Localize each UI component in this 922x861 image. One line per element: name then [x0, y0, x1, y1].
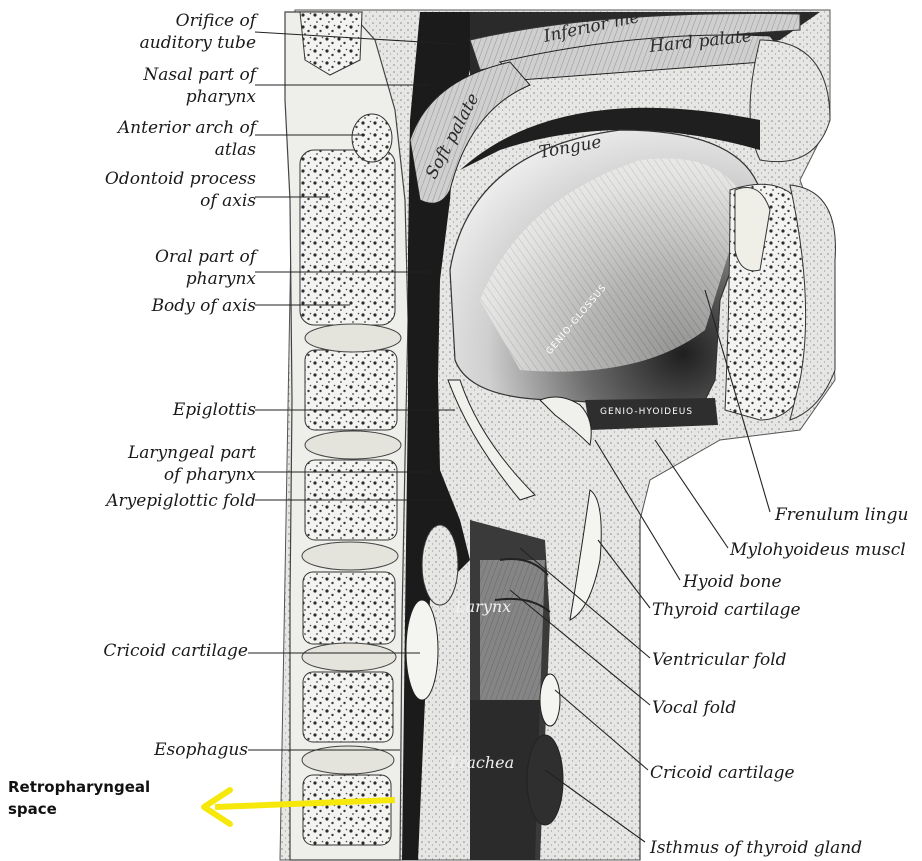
label-right-4: Ventricular fold: [652, 650, 787, 670]
label-left-7-line-1: of pharynx: [164, 465, 257, 485]
label-left-2-line-1: atlas: [215, 140, 257, 160]
cricoid-cartilage-posterior: [406, 600, 438, 700]
anterior-arch-of-atlas: [352, 114, 392, 162]
label-left-2-line-0: Anterior arch of: [116, 118, 259, 138]
vertebra-c5-body: [303, 572, 395, 644]
label-left-8: Aryepiglottic fold: [104, 491, 256, 511]
label-left-6: Epiglottis: [172, 400, 256, 420]
label-trachea: Trachea: [448, 753, 514, 772]
label-left-3-line-1: of axis: [200, 191, 256, 211]
label-left-0-line-0: Orifice of: [176, 11, 259, 31]
label-right-7: Isthmus of thyroid gland: [649, 838, 862, 858]
retropharyngeal-space-label: Retropharyngeal space: [8, 776, 150, 820]
label-right-2: Hyoid bone: [682, 572, 782, 592]
label-right-6: Cricoid cartilage: [650, 763, 795, 783]
label-right-1: Mylohyoideus muscl: [729, 540, 906, 560]
label-left-10: Esophagus: [153, 740, 248, 760]
label-left-4-line-1: pharynx: [186, 269, 257, 289]
label-right-3: Thyroid cartilage: [652, 600, 801, 620]
label-left-6-line-0: Epiglottis: [172, 400, 256, 420]
label-left-5-line-0: Body of axis: [151, 296, 257, 316]
label-geniohyoideus: GENIO-HYOIDEUS: [600, 407, 693, 417]
label-left-7-line-0: Laryngeal part: [127, 443, 256, 463]
label-left-5: Body of axis: [151, 296, 257, 316]
arytenoid-cartilage: [422, 525, 458, 605]
label-larynx: Larynx: [454, 597, 511, 616]
label-right-2-line-0: Hyoid bone: [682, 572, 782, 592]
intervertebral-disc-3: [302, 542, 398, 570]
label-left-1-line-0: Nasal part of: [142, 65, 258, 85]
larynx-shading: [480, 560, 545, 700]
label-left-8-line-0: Aryepiglottic fold: [104, 491, 256, 511]
isthmus-of-thyroid: [527, 735, 563, 825]
label-left-3-line-0: Odontoid process: [105, 169, 256, 189]
vertebra-c3-body: [305, 350, 397, 430]
vertebra-c6-body: [303, 672, 393, 742]
label-right-1-line-0: Mylohyoideus muscl: [729, 540, 906, 560]
intervertebral-disc-1: [305, 324, 401, 352]
label-left-4-line-0: Oral part of: [155, 247, 259, 267]
label-left-10-line-0: Esophagus: [153, 740, 248, 760]
intervertebral-disc-2: [305, 431, 401, 459]
label-left-0-line-1: auditory tube: [140, 33, 256, 53]
label-right-0: Frenulum lingu: [774, 505, 908, 525]
label-right-6-line-0: Cricoid cartilage: [650, 763, 795, 783]
vertebra-c2-body: [300, 150, 395, 325]
label-right-5: Vocal fold: [652, 698, 736, 718]
intervertebral-disc-4: [302, 643, 396, 671]
label-left-9-line-0: Cricoid cartilage: [103, 641, 248, 661]
label-right-3-line-0: Thyroid cartilage: [652, 600, 801, 620]
label-right-0-line-0: Frenulum lingu: [774, 505, 908, 525]
cricoid-cartilage-anterior: [540, 674, 560, 726]
label-right-7-line-0: Isthmus of thyroid gland: [649, 838, 862, 858]
vertebral-column: [285, 12, 410, 860]
label-left-9: Cricoid cartilage: [103, 641, 248, 661]
label-right-4-line-0: Ventricular fold: [652, 650, 787, 670]
label-right-5-line-0: Vocal fold: [652, 698, 736, 718]
label-left-1-line-1: pharynx: [186, 87, 257, 107]
vertebra-c7-body: [303, 775, 391, 845]
